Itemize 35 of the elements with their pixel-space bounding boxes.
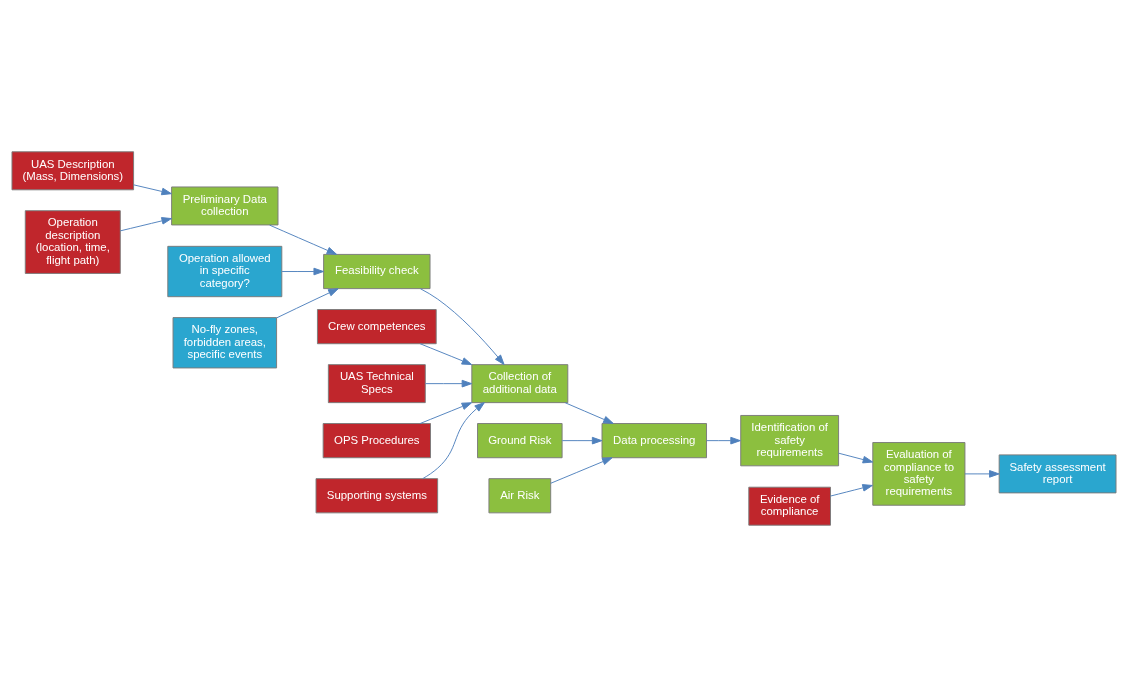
arrow <box>550 456 613 484</box>
arrow <box>276 287 339 318</box>
node-box: OPS Procedures <box>322 422 431 458</box>
node-box: UAS Technical Specs <box>327 363 426 403</box>
node-box: Operation allowed in specific category? <box>167 245 283 297</box>
node-box: Air Risk <box>488 477 552 513</box>
node-box: Preliminary Data collection <box>171 186 279 225</box>
arrow <box>419 342 473 365</box>
arrow <box>269 224 338 255</box>
arrow <box>964 469 1000 478</box>
node-box: Safety assessment report <box>998 453 1117 493</box>
arrow <box>564 401 614 424</box>
node-box: No-fly zones, forbidden areas, specific events <box>172 316 278 368</box>
node-box: Evidence of compliance <box>748 486 831 526</box>
arrow <box>281 267 324 275</box>
node-box: Crew competences <box>316 308 437 344</box>
node-box: Data processing <box>601 422 707 458</box>
node-box: Collection of additional data <box>471 363 569 403</box>
arrow <box>706 436 741 444</box>
arrow <box>830 483 873 497</box>
node-box: Operation description (location, time, flight path) <box>24 209 121 274</box>
arrow <box>422 401 485 479</box>
node-box: Identification of safety requirements <box>740 414 840 466</box>
arrow <box>425 379 473 387</box>
arrow <box>838 452 874 463</box>
node-box: Supporting systems <box>315 477 439 513</box>
arrow <box>133 183 172 195</box>
arrow <box>119 216 172 231</box>
node-box: Evaluation of compliance to safety requirements <box>872 441 966 506</box>
arrow <box>419 287 505 365</box>
arrow <box>419 401 473 424</box>
node-box: Ground Risk <box>477 422 563 458</box>
arrow <box>561 436 603 444</box>
node-box: UAS Description (Mass, Dimensions) <box>11 150 135 190</box>
node-box: Feasibility check <box>323 253 431 289</box>
